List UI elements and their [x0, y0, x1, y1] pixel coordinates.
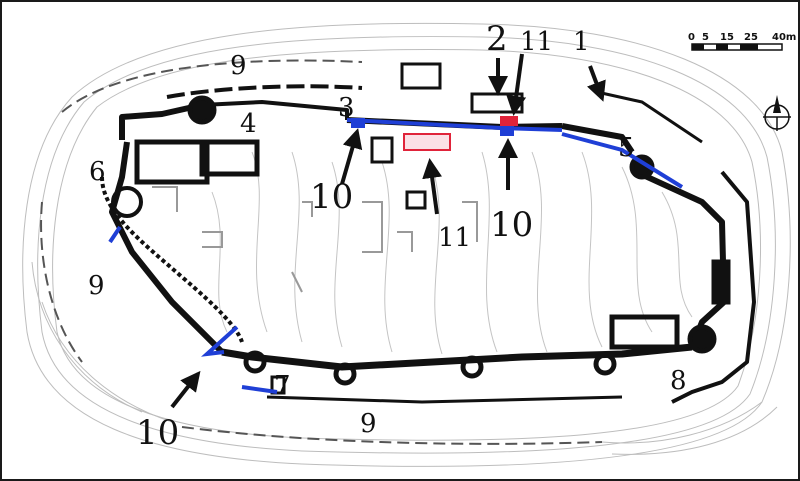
label-5: 5 [618, 133, 635, 163]
scale-bar: 0 5 15 25 40m [688, 32, 796, 51]
label-10-bottom: 10 [136, 413, 179, 453]
pink-feature [403, 133, 451, 151]
label-2: 2 [486, 19, 508, 59]
label-4: 4 [240, 109, 257, 139]
label-6: 6 [89, 157, 106, 187]
red-feature [500, 116, 518, 126]
scale-tick-25: 25 [744, 32, 758, 43]
contour-lines [22, 22, 791, 467]
blue-block-left [351, 118, 365, 128]
blue-block-right [500, 126, 514, 136]
structures [111, 62, 731, 395]
label-9-top: 9 [230, 51, 247, 81]
label-11-top: 11 [520, 27, 553, 57]
label-9-bottom: 9 [360, 409, 377, 439]
scale-tick-40m: 40m [772, 32, 796, 43]
label-3: 3 [338, 93, 355, 123]
interior-contours [211, 151, 693, 355]
label-10-right: 10 [490, 205, 533, 245]
label-9-left: 9 [88, 271, 105, 301]
blue-walls [108, 118, 684, 394]
label-11-mid: 11 [438, 223, 471, 253]
scale-tick-0: 0 [688, 32, 695, 43]
scale-tick-15: 15 [720, 32, 734, 43]
label-10-left: 10 [310, 177, 353, 217]
north-arrow-icon [763, 95, 791, 131]
label-1: 1 [573, 27, 590, 57]
interior-ruins [152, 186, 478, 293]
outer-ditch [40, 59, 603, 445]
label-8: 8 [670, 366, 687, 396]
pointer-arrows [170, 53, 606, 409]
label-7: 7 [274, 371, 291, 401]
scale-tick-5: 5 [702, 32, 709, 43]
